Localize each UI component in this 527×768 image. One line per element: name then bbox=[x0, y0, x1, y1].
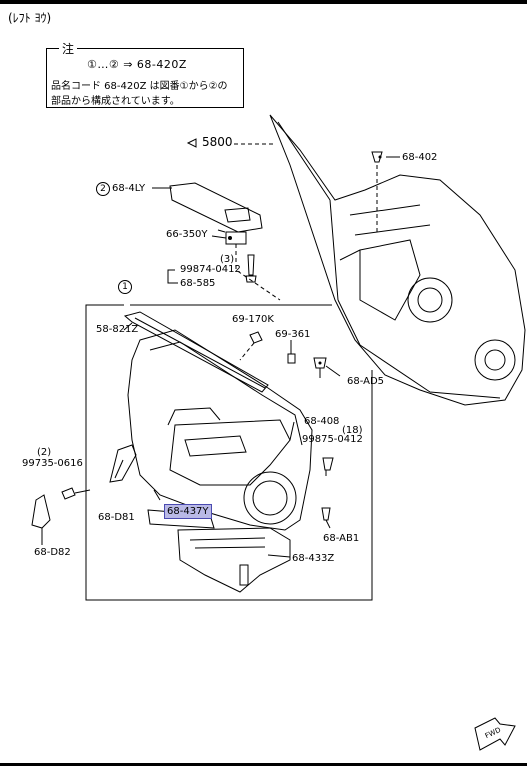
callout-1-text: 1 bbox=[118, 280, 132, 294]
label-69-170K: 69-170K bbox=[232, 314, 274, 325]
callout-1-icon: 1 bbox=[118, 280, 134, 294]
speaker-hole-lower bbox=[474, 339, 516, 381]
label-68-585: 68-585 bbox=[180, 278, 216, 289]
label-5800: 5800 bbox=[202, 135, 233, 149]
label-68-408: 68-408 bbox=[304, 416, 340, 427]
belt-weatherstrip bbox=[123, 311, 269, 393]
garnish-strip bbox=[31, 494, 51, 529]
door-trim-panel bbox=[127, 329, 313, 531]
label-68-D82: 68-D82 bbox=[34, 547, 71, 558]
label-66-350Y: 66-350Y bbox=[166, 229, 208, 240]
note-box: 注 ①…② ⇒ 68-420Z 品名コード 68-420Z は図番①から②の 部… bbox=[46, 40, 244, 108]
label-68-AD5: 68-AD5 bbox=[347, 376, 385, 387]
label-68-433Z: 68-433Z bbox=[292, 553, 335, 564]
label-68-AB1: 68-AB1 bbox=[323, 533, 360, 544]
switch-bezel-part bbox=[169, 182, 263, 233]
label-99735-0616: 99735-0616 bbox=[22, 458, 83, 469]
label-99874-0412: 99874-0412 bbox=[180, 264, 241, 275]
label-68-437Y-highlighted[interactable]: 68-437Y bbox=[164, 504, 212, 519]
top-rule bbox=[0, 0, 527, 4]
label-qty-3: (3) bbox=[220, 254, 235, 265]
assembly-frame bbox=[85, 304, 373, 601]
label-qty-18: (18) bbox=[342, 425, 363, 436]
label-99875-0412: 99875-0412 bbox=[302, 434, 363, 445]
label-qty-2: (2) bbox=[37, 447, 52, 458]
speaker-grille bbox=[243, 471, 297, 525]
speaker-hole-upper bbox=[407, 277, 453, 323]
door-body bbox=[269, 114, 526, 406]
callout-2-icon: 2 bbox=[96, 182, 110, 196]
bottom-rule bbox=[0, 763, 527, 766]
note-line-2: 品名コード 68-420Z は図番①から②の bbox=[51, 81, 228, 92]
note-range: ①…② ⇒ 68-420Z bbox=[87, 58, 187, 71]
lower-trim-part bbox=[177, 527, 291, 593]
label-68-D81: 68-D81 bbox=[98, 512, 135, 523]
label-68-4LY-text: 68-4LY bbox=[112, 183, 146, 194]
label-68-402: 68-402 bbox=[402, 152, 438, 163]
view-label: (ﾚﾌﾄ ﾖｳ) bbox=[8, 11, 52, 25]
label-69-361: 69-361 bbox=[275, 329, 311, 340]
fwd-arrow bbox=[474, 717, 516, 751]
pull-handle-part bbox=[109, 444, 137, 483]
note-line-3: 部品から構成されています。 bbox=[51, 96, 180, 107]
label-58-821Z: 58-821Z bbox=[96, 324, 139, 335]
note-title: 注 bbox=[59, 40, 78, 57]
